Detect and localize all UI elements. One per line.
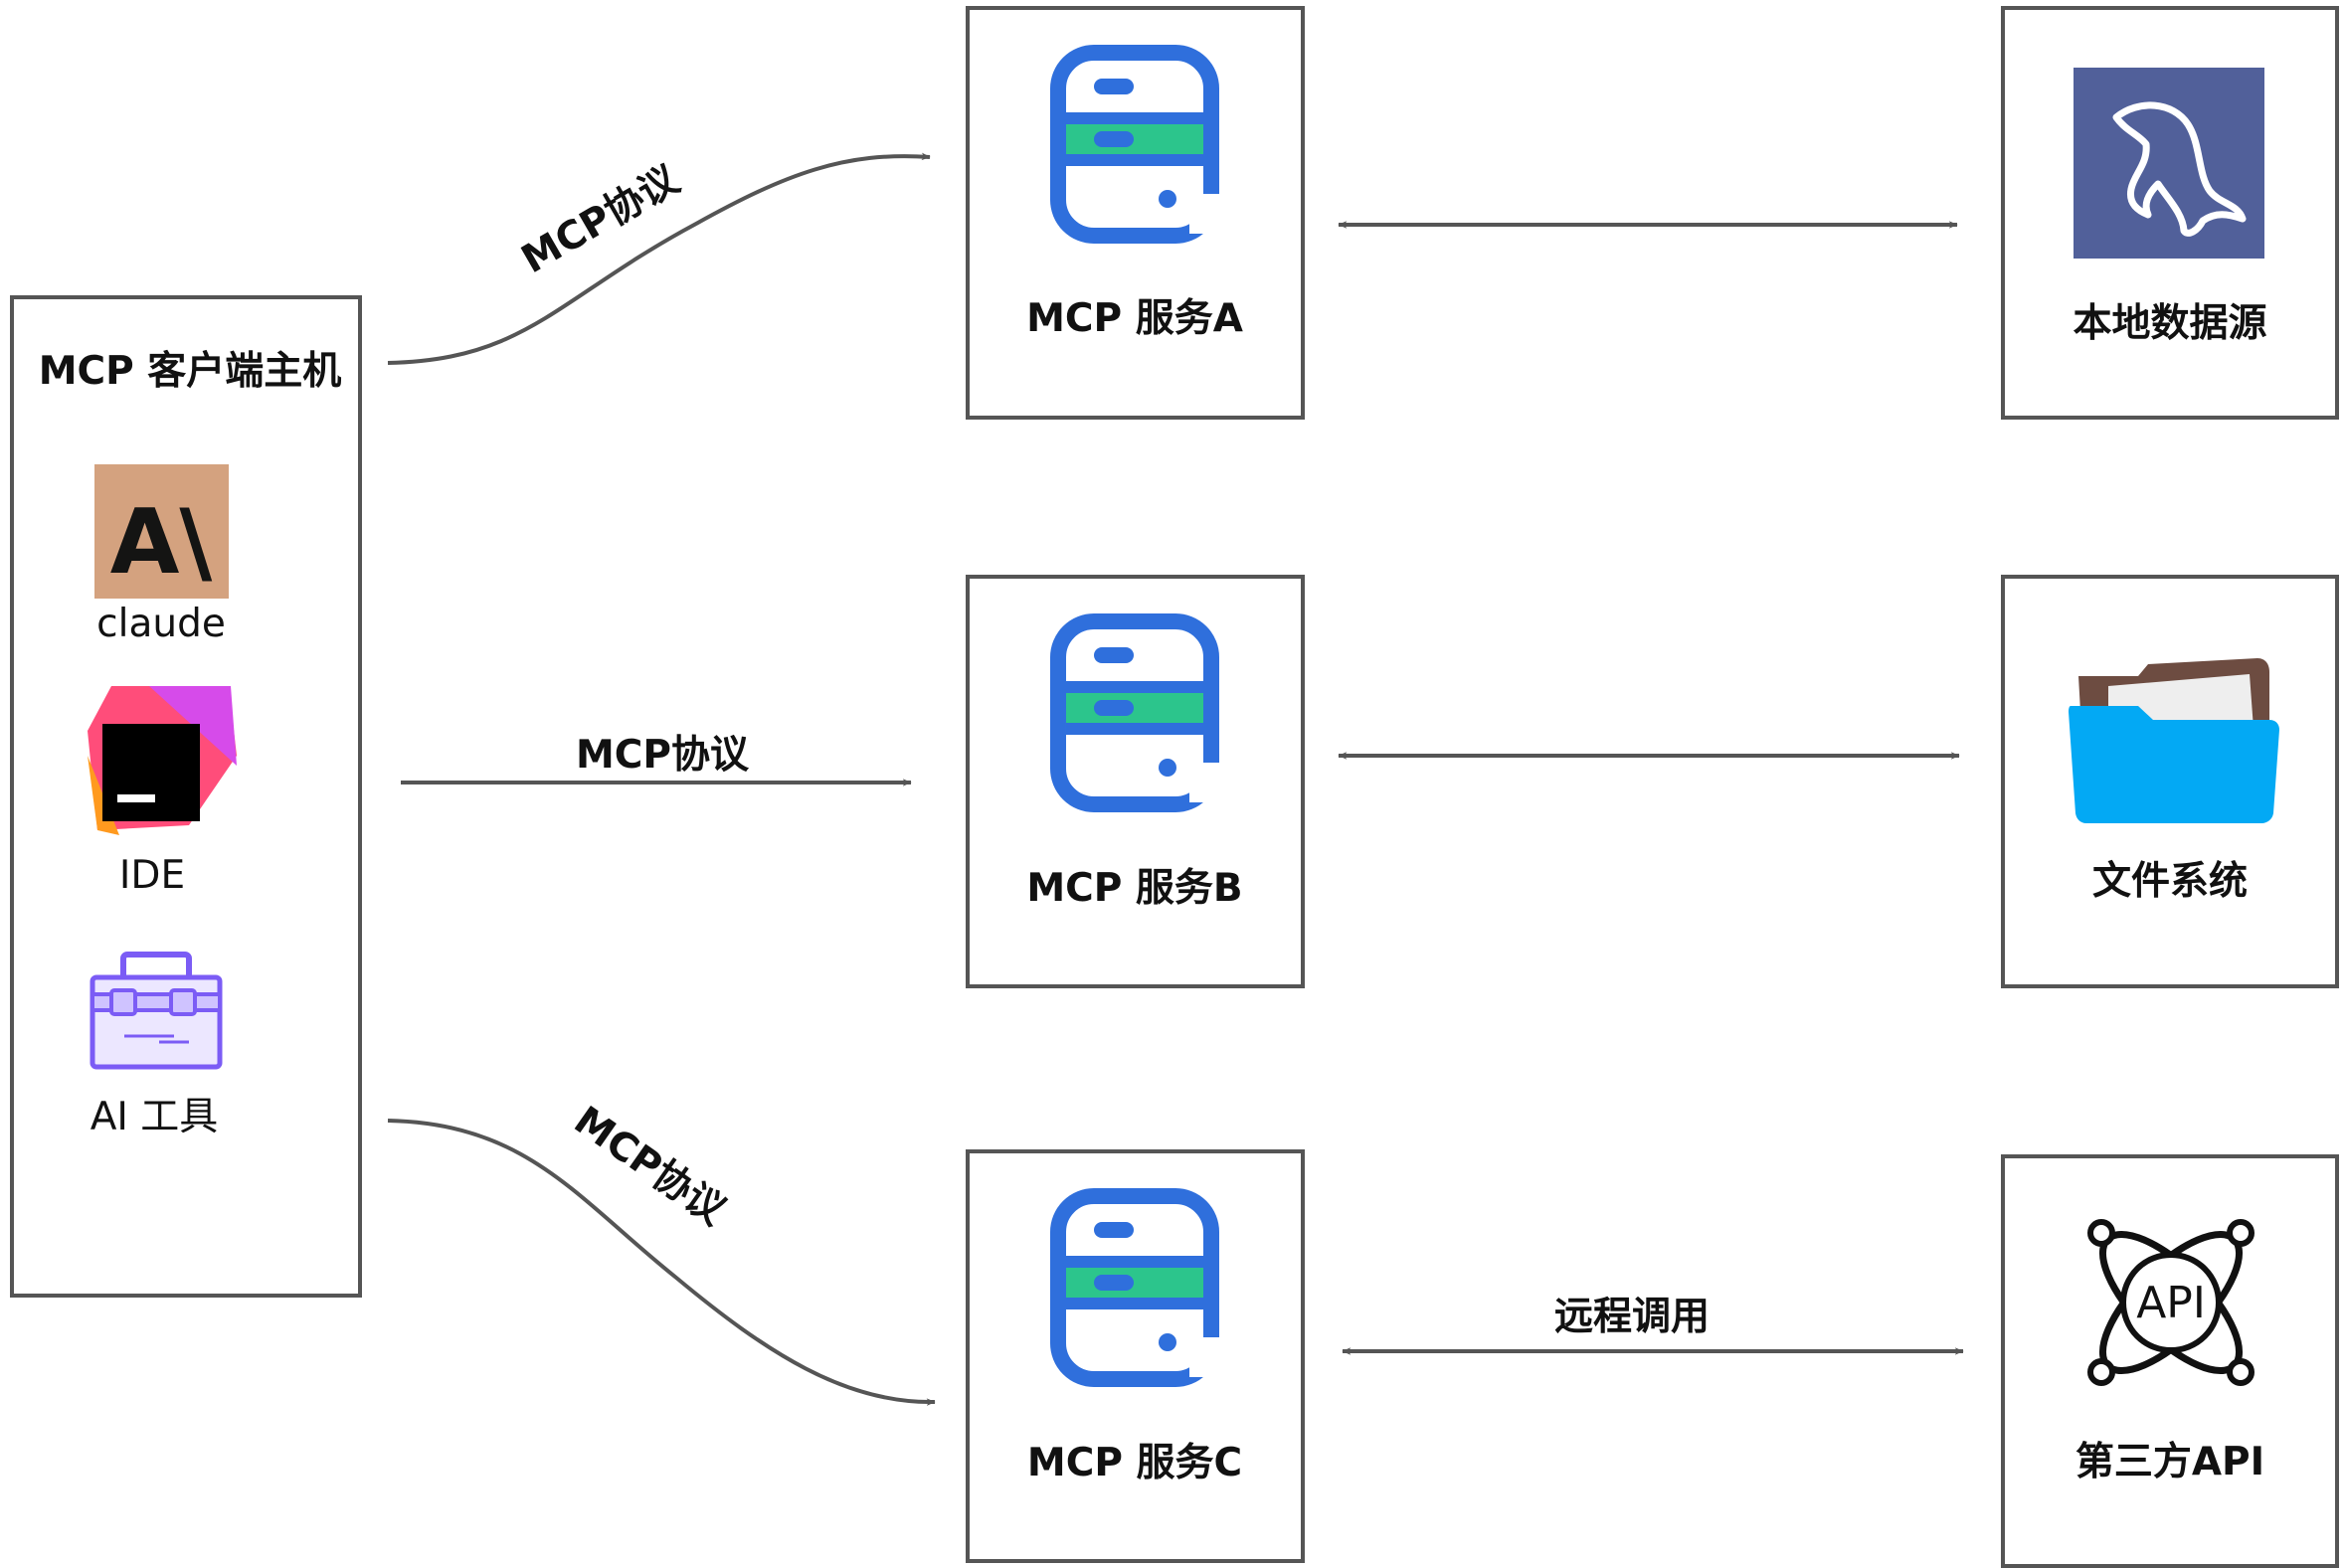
resource-local-data[interactable]: 本地数据源 — [2001, 6, 2339, 420]
edge-label-b: MCP协议 — [576, 733, 750, 778]
client-claude[interactable]: A\ claude — [94, 464, 229, 646]
client-label-ide: IDE — [119, 853, 185, 898]
folder-icon — [2069, 658, 2279, 823]
toolbox-icon — [90, 952, 223, 1070]
edge-label-a: MCP协议 — [514, 157, 687, 282]
server-c[interactable]: MCP 服务C — [966, 1149, 1305, 1563]
host-title: MCP 客户端主机 — [39, 349, 342, 394]
resource-third-party-api[interactable]: API 第三方API — [2001, 1154, 2339, 1568]
edge-host-server-c — [387, 1119, 936, 1406]
resource-local-data-label: 本地数据源 — [2073, 301, 2266, 346]
server-c-label: MCP 服务C — [1027, 1441, 1242, 1485]
server-b-label: MCP 服务B — [1026, 866, 1242, 911]
mysql-dolphin-icon — [2074, 68, 2264, 259]
claude-anthropic-icon: A\ — [94, 464, 229, 599]
resource-filesystem[interactable]: 文件系统 — [2001, 575, 2339, 988]
jetbrains-ide-icon — [88, 686, 237, 835]
server-icon — [1058, 53, 1219, 236]
api-icon-text: API — [2136, 1278, 2206, 1328]
resource-filesystem-label: 文件系统 — [2092, 859, 2248, 904]
resource-api-label: 第三方API — [2075, 1440, 2264, 1484]
client-label-ai-tool: AI 工具 — [90, 1095, 219, 1139]
edge-label-c: MCP协议 — [566, 1098, 734, 1234]
server-a-label: MCP 服务A — [1026, 296, 1243, 341]
edge-label-remote-call: 远程调用 — [1554, 1295, 1710, 1339]
server-a[interactable]: MCP 服务A — [966, 6, 1305, 420]
client-ide[interactable]: IDE — [88, 686, 237, 898]
client-ai-tool[interactable]: AI 工具 — [90, 952, 223, 1139]
server-icon — [1058, 621, 1219, 804]
claude-icon-glyph: A\ — [110, 490, 213, 595]
mcp-client-host: MCP 客户端主机 A\ claude IDE — [10, 295, 362, 1298]
resource-api-box — [2001, 1154, 2339, 1568]
client-label-claude: claude — [96, 602, 226, 646]
server-b[interactable]: MCP 服务B — [966, 575, 1305, 988]
server-icon — [1058, 1196, 1219, 1379]
api-icon: API — [2087, 1219, 2255, 1386]
edge-host-server-a — [387, 152, 931, 365]
